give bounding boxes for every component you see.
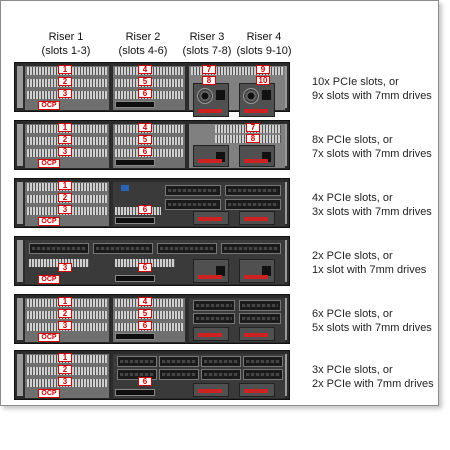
slot-label: 7 xyxy=(246,123,260,132)
config-line-2: 7x slots with 7mm drives xyxy=(312,148,432,160)
slot-label: 3 xyxy=(58,377,72,386)
slot-label: 6 xyxy=(138,205,152,214)
config-description: 4x PCIe slots, or 3x slots with 7mm driv… xyxy=(312,191,437,219)
server-config-6-slots: 1 2 3 4 5 6 OCP xyxy=(14,294,290,344)
riser-3-slots: (slots 7-8) xyxy=(182,45,232,57)
ocp-label: OCP xyxy=(38,389,60,398)
slot-label: 6 xyxy=(138,321,152,330)
server-config-10-slots: 1 2 3 4 5 6 7 8 9 10 OCP xyxy=(14,62,290,117)
riser-1-name: Riser 1 xyxy=(48,31,84,43)
slot-label: 1 xyxy=(58,353,72,362)
slot-label: 2 xyxy=(58,193,72,202)
slot-label: 6 xyxy=(138,377,152,386)
config-description: 8x PCIe slots, or 7x slots with 7mm driv… xyxy=(312,133,437,161)
slot-label: 1 xyxy=(58,181,72,190)
slot-label: 3 xyxy=(58,89,72,98)
slot-label: 5 xyxy=(138,309,152,318)
ocp-label: OCP xyxy=(38,159,60,168)
config-line-1: 4x PCIe slots, or xyxy=(312,192,393,204)
config-line-2: 9x slots with 7mm drives xyxy=(312,90,432,102)
slot-label: 2 xyxy=(58,309,72,318)
slot-label: 6 xyxy=(138,263,152,272)
ocp-label: OCP xyxy=(38,275,60,284)
server-config-4-slots: 1 2 3 6 OCP xyxy=(14,178,290,228)
config-line-1: 10x PCIe slots, or xyxy=(312,76,399,88)
riser-2-header: Riser 2 (slots 4-6) xyxy=(108,30,178,58)
ocp-label: OCP xyxy=(38,217,60,226)
ocp-label: OCP xyxy=(38,333,60,342)
config-description: 3x PCIe slots, or 2x PCIe with 7mm drive… xyxy=(312,363,437,391)
ocp-label: OCP xyxy=(38,101,60,110)
server-chassis xyxy=(14,236,290,286)
config-line-2: 1x slot with 7mm drives xyxy=(312,264,427,276)
server-config-8-slots: 1 2 3 4 5 6 7 8 OCP xyxy=(14,120,290,170)
config-line-2: 5x slots with 7mm drives xyxy=(312,322,432,334)
slot-label: 5 xyxy=(138,135,152,144)
config-description: 10x PCIe slots, or 9x slots with 7mm dri… xyxy=(312,75,437,103)
slot-label: 4 xyxy=(138,65,152,74)
slot-label: 6 xyxy=(138,89,152,98)
config-line-1: 8x PCIe slots, or xyxy=(312,134,393,146)
config-description: 6x PCIe slots, or 5x slots with 7mm driv… xyxy=(312,307,437,335)
slot-label: 10 xyxy=(256,76,270,85)
server-config-3-slots: 1 2 3 6 OCP xyxy=(14,350,290,400)
slot-label: 1 xyxy=(58,123,72,132)
riser-2-slots: (slots 4-6) xyxy=(118,45,168,57)
slot-label: 1 xyxy=(58,65,72,74)
slot-label: 8 xyxy=(246,134,260,143)
slot-label: 4 xyxy=(138,297,152,306)
riser-3-header: Riser 3 (slots 7-8) xyxy=(172,30,242,58)
config-line-1: 6x PCIe slots, or xyxy=(312,308,393,320)
slot-label: 4 xyxy=(138,123,152,132)
config-description: 2x PCIe slots, or 1x slot with 7mm drive… xyxy=(312,249,437,277)
slot-label: 3 xyxy=(58,263,72,272)
riser-2-name: Riser 2 xyxy=(125,31,161,43)
riser-3-name: Riser 3 xyxy=(189,31,225,43)
config-line-1: 2x PCIe slots, or xyxy=(312,250,393,262)
slot-label: 6 xyxy=(138,147,152,156)
config-line-2: 2x PCIe with 7mm drives xyxy=(312,378,434,390)
slot-label: 5 xyxy=(138,77,152,86)
config-line-2: 3x slots with 7mm drives xyxy=(312,206,432,218)
slot-label: 2 xyxy=(58,77,72,86)
slot-label: 3 xyxy=(58,205,72,214)
riser-4-name: Riser 4 xyxy=(246,31,282,43)
slot-label: 7 xyxy=(202,65,216,74)
slot-label: 2 xyxy=(58,135,72,144)
config-line-1: 3x PCIe slots, or xyxy=(312,364,393,376)
slot-label: 8 xyxy=(202,76,216,85)
slot-label: 2 xyxy=(58,365,72,374)
slot-label: 9 xyxy=(256,65,270,74)
slot-label: 1 xyxy=(58,297,72,306)
slot-label: 3 xyxy=(58,321,72,330)
riser-4-slots: (slots 9-10) xyxy=(236,45,292,57)
riser-4-header: Riser 4 (slots 9-10) xyxy=(229,30,299,58)
riser-1-slots: (slots 1-3) xyxy=(41,45,91,57)
slot-label: 3 xyxy=(58,147,72,156)
server-config-2-slots: 3 6 OCP xyxy=(14,236,290,286)
server-chassis xyxy=(14,294,290,344)
riser-1-header: Riser 1 (slots 1-3) xyxy=(31,30,101,58)
